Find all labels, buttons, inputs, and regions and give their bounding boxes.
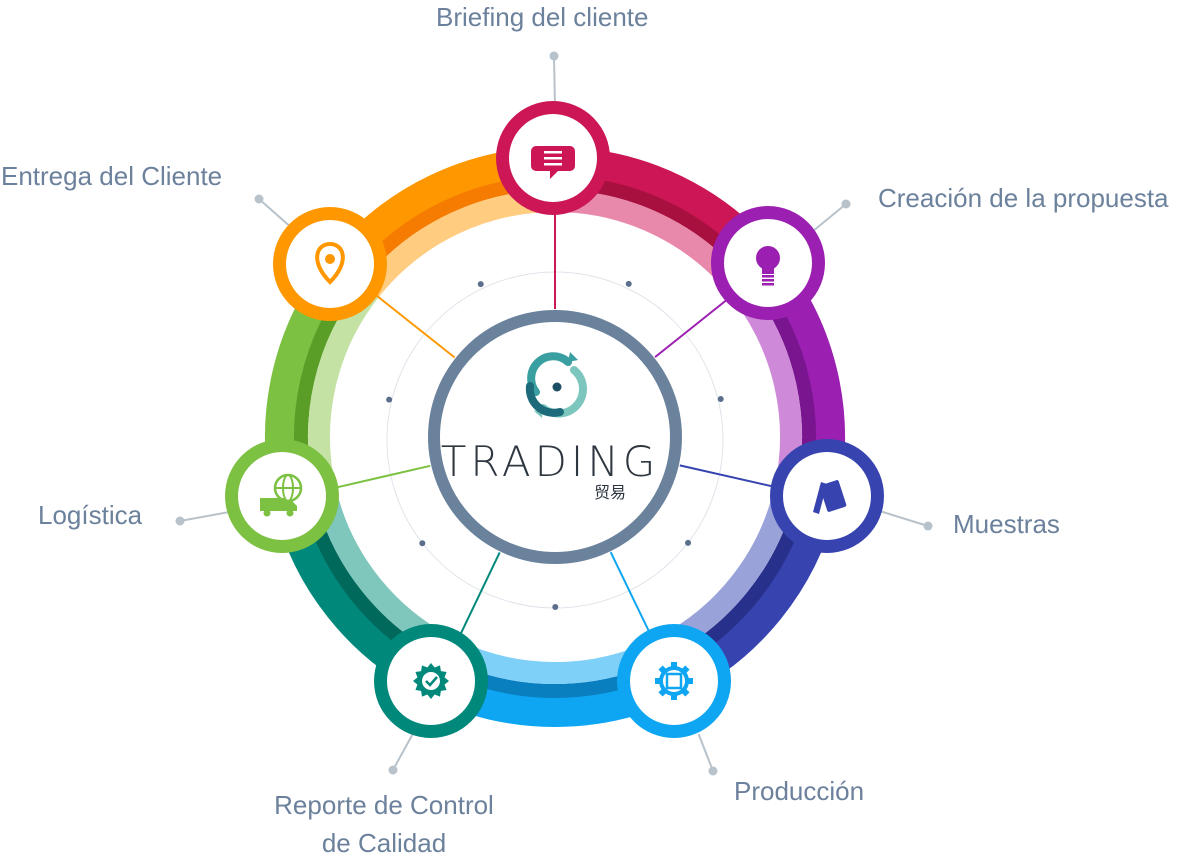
leader-muestras	[876, 509, 929, 527]
node-face-produccion	[630, 637, 718, 725]
label-logistica: Logística	[38, 500, 143, 530]
node-calidad	[374, 624, 488, 738]
label-muestras: Muestras	[953, 509, 1060, 539]
brand-text: TRADING	[441, 437, 660, 486]
label-calidad: Reporte de Control de Calidad	[234, 786, 534, 862]
label-leaders	[175, 51, 933, 776]
brand-subtext: 贸易	[594, 483, 626, 502]
orbit-dots	[386, 280, 724, 610]
leader-produccion	[697, 733, 714, 772]
trading-logo-icon	[525, 352, 587, 418]
step-nodes	[225, 101, 884, 738]
orbit-dot	[685, 539, 692, 546]
orbit-dot	[625, 280, 632, 287]
leader-dot-produccion	[708, 766, 718, 776]
spoke-logistica	[328, 464, 431, 491]
leader-dot-entrega	[254, 194, 264, 204]
node-briefing	[496, 101, 610, 215]
node-face-logistica	[238, 452, 326, 540]
leader-logistica	[179, 510, 234, 522]
truck-globe-icon	[260, 473, 303, 517]
node-entrega	[273, 207, 387, 321]
leader-dot-muestras	[923, 521, 933, 531]
node-logistica	[225, 439, 339, 553]
gear-box-icon	[655, 662, 693, 700]
node-produccion	[617, 624, 731, 738]
location-pin-icon	[315, 241, 345, 285]
label-propuesta: Creación de la propuesta	[878, 183, 1169, 213]
spoke-muestras	[679, 464, 782, 490]
label-entrega: Entrega del Cliente	[1, 161, 223, 191]
chat-bubble-icon	[531, 146, 575, 179]
node-muestras	[770, 439, 884, 553]
label-produccion: Producción	[734, 776, 865, 806]
label-calidad-line-2: de Calidad	[321, 828, 447, 858]
lightbulb-icon	[756, 246, 780, 286]
orbit-dot	[386, 396, 393, 403]
orbit-dot	[477, 281, 484, 288]
quality-badge-icon	[413, 663, 449, 699]
spoke-propuesta	[654, 291, 737, 358]
leader-calidad	[392, 734, 414, 771]
label-briefing: Briefing del cliente	[436, 2, 649, 32]
leader-briefing	[553, 55, 556, 108]
leader-dot-briefing	[549, 51, 559, 61]
orbit-dot	[552, 603, 559, 610]
leader-dot-logistica	[175, 516, 185, 526]
node-propuesta	[711, 206, 825, 320]
leader-dot-calidad	[388, 765, 398, 775]
center-ring	[428, 310, 682, 564]
spoke-calidad	[453, 552, 501, 647]
leader-propuesta	[812, 203, 847, 232]
center-hub: TRADING 贸易	[428, 310, 682, 564]
color-swatch-icon	[813, 480, 847, 514]
orbit-dot	[717, 396, 724, 403]
label-calidad-line-1: Reporte de Control	[274, 790, 494, 820]
leader-dot-propuesta	[841, 199, 851, 209]
orbit-dot	[419, 540, 426, 547]
spoke-entrega	[372, 292, 456, 359]
